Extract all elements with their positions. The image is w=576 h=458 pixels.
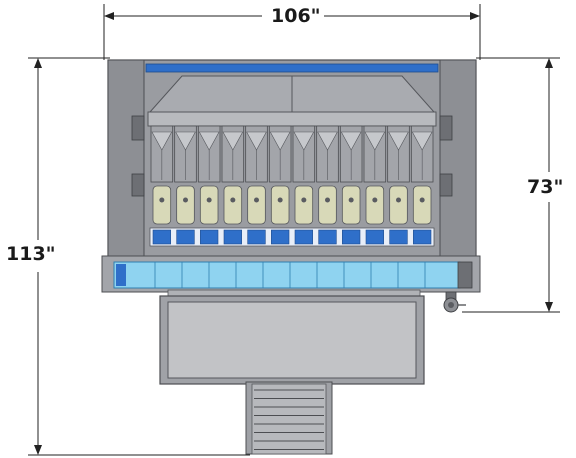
tray-slot xyxy=(223,229,242,245)
tray-slot xyxy=(342,229,361,245)
tray-slot xyxy=(271,229,290,245)
drain-valve xyxy=(443,291,466,313)
bucket xyxy=(174,125,197,225)
bucket xyxy=(363,125,387,225)
bucket xyxy=(292,125,316,225)
tray-slot xyxy=(365,229,384,245)
overall-height-label: 113" xyxy=(6,243,56,265)
overall-width-label: 106" xyxy=(268,7,324,26)
bucket xyxy=(268,125,292,225)
conveyor-tray xyxy=(149,227,435,247)
tray-slot xyxy=(200,229,219,245)
bucket-row xyxy=(150,125,434,225)
tray-slot xyxy=(318,229,337,245)
bucket xyxy=(339,125,363,225)
bucket xyxy=(150,125,174,225)
tray-slot xyxy=(247,229,266,245)
dimension-lines xyxy=(28,4,560,456)
hopper-rail xyxy=(145,63,439,127)
bucket xyxy=(316,125,339,225)
tray-slot xyxy=(176,229,195,245)
bucket xyxy=(245,125,268,225)
partial-height-label: 73" xyxy=(527,176,564,198)
tray-slot xyxy=(413,229,432,245)
tray-slot xyxy=(294,229,313,245)
lower-table xyxy=(159,295,425,385)
access-steps xyxy=(245,381,333,455)
tray-slot xyxy=(389,229,408,245)
tray-slot xyxy=(152,229,171,245)
water-tank xyxy=(101,255,481,299)
bucket xyxy=(197,125,221,225)
bucket xyxy=(221,125,245,225)
bucket xyxy=(410,125,434,225)
bucket xyxy=(387,125,410,225)
